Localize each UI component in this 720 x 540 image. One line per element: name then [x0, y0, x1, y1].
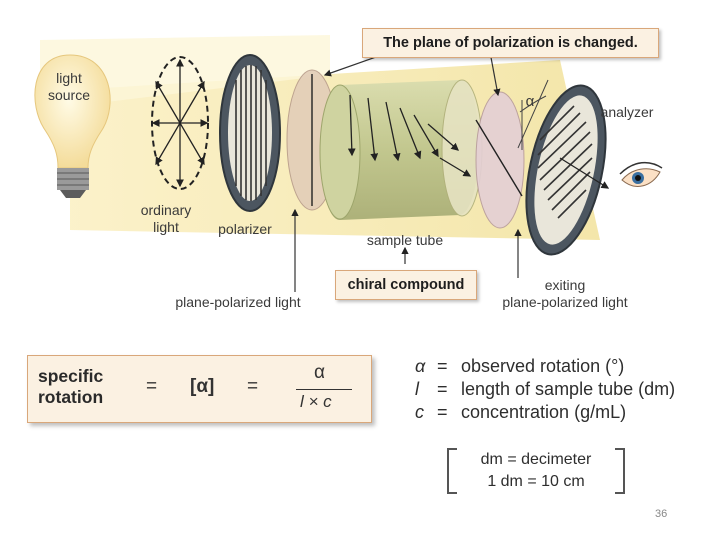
- chiral-compound-callout: chiral compound: [335, 270, 477, 300]
- light-bulb-icon: [34, 54, 111, 198]
- light-source-line-1: light: [56, 70, 82, 86]
- page-number: 36: [655, 508, 668, 520]
- definition-symbol: l: [415, 379, 419, 399]
- specific-rotation-formula: specific rotation = [α] = α l × c: [27, 355, 372, 423]
- sample-tube: [319, 79, 483, 220]
- formula-numerator: α: [314, 362, 325, 383]
- definition-equals: =: [437, 379, 448, 399]
- polarizer-label: polarizer: [218, 221, 272, 237]
- sample-tube-label: sample tube: [366, 232, 444, 248]
- fraction-bar: [296, 389, 352, 390]
- definition-equals: =: [437, 356, 448, 376]
- light-source-line-2: source: [47, 87, 91, 103]
- formula-left-line-1: specific: [38, 366, 104, 386]
- ordinary-light-line-1: ordinary: [140, 202, 192, 218]
- formula-left-line-2: rotation: [38, 387, 104, 407]
- definition-l: l = length of sample tube (dm): [415, 379, 675, 400]
- formula-denominator: l × c: [300, 392, 332, 411]
- unit-conversion-box: dm = decimeter 1 dm = 10 cm: [447, 448, 625, 494]
- eye-icon: [619, 161, 663, 187]
- definition-text: length of sample tube (dm): [461, 379, 676, 399]
- definition-symbol: α: [415, 356, 426, 376]
- exiting-line-2: plane-polarized light: [502, 294, 628, 310]
- polarizer-filter: [219, 54, 281, 212]
- light-source-label: light source: [40, 70, 98, 104]
- plane-polarized-label: plane-polarized light: [175, 294, 301, 310]
- formula-left-label: specific rotation: [38, 366, 103, 408]
- analyzer-filter: [525, 84, 610, 256]
- alpha-label: α: [525, 93, 535, 110]
- definition-c: c = concentration (g/mL): [415, 402, 626, 423]
- definition-equals: =: [437, 402, 448, 422]
- unit-line-2: 1 dm = 10 cm: [487, 473, 585, 490]
- formula-equals-2: =: [247, 376, 259, 397]
- light-beam-top: [40, 35, 330, 110]
- ordinary-light-vectors: [151, 56, 209, 190]
- definition-text: observed rotation (°): [461, 356, 625, 376]
- unit-line-1: dm = decimeter: [480, 451, 592, 468]
- plane-changed-callout: The plane of polarization is changed.: [362, 28, 659, 58]
- exiting-line-1: exiting: [544, 277, 586, 293]
- rotation-angle-arc: [517, 79, 549, 150]
- definition-alpha: α = observed rotation (°): [415, 356, 624, 377]
- exiting-label: exiting plane-polarized light: [490, 277, 640, 311]
- formula-symbol: [α]: [190, 376, 215, 397]
- ordinary-light-label: ordinary light: [133, 202, 199, 236]
- analyzer-label: analyzer: [600, 104, 654, 120]
- ordinary-light-line-2: light: [153, 219, 179, 235]
- definition-symbol: c: [415, 402, 424, 422]
- rotated-plane-disc: [475, 91, 525, 229]
- definition-text: concentration (g/mL): [461, 402, 627, 422]
- formula-equals-1: =: [146, 376, 158, 397]
